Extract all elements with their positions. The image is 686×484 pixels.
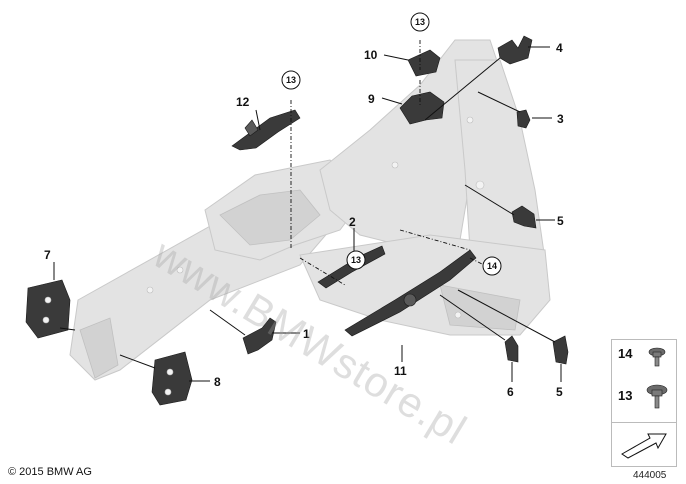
dashed-axes (290, 40, 485, 286)
callout-6: 6 (507, 385, 514, 399)
callout-3: 3 (557, 112, 564, 126)
vehicle-direction-arrow-icon (621, 433, 667, 459)
callout-1: 1 (303, 327, 310, 341)
circled-callout-13-low: 13 (346, 250, 366, 270)
copyright: © 2015 BMW AG (8, 466, 92, 478)
part-10-bracket (407, 49, 441, 77)
fastener-legend: 14 13 (611, 339, 677, 467)
part-3-nut (516, 109, 531, 129)
part-1-bracket (242, 317, 277, 355)
circled-label-13-top: 13 (415, 17, 425, 27)
part-5-bracket-lower (552, 335, 569, 365)
circled-label-13-mid: 13 (286, 75, 296, 85)
legend-label-13: 13 (618, 388, 633, 403)
callout-12: 12 (236, 95, 250, 109)
part-4-bracket (497, 35, 533, 65)
bolt-13-icon (646, 384, 668, 409)
reference-number: 444005 (633, 470, 667, 481)
callout-5-lower: 5 (556, 385, 563, 399)
legend-label-14: 14 (618, 346, 633, 361)
leader-lines (53, 46, 562, 382)
circled-callout-14: 14 (482, 256, 502, 276)
circled-label-13-low: 13 (351, 255, 361, 265)
part-5-bracket-upper (511, 205, 537, 229)
circled-callout-13-mid: 13 (281, 70, 301, 90)
part-8-bracket (151, 351, 193, 406)
circled-label-14: 14 (487, 261, 497, 271)
body-structure (69, 39, 551, 381)
part-12-bracket (231, 109, 301, 151)
callout-8: 8 (214, 375, 221, 389)
part-7-bracket (25, 279, 71, 339)
bolt-14-icon (648, 347, 666, 367)
callout-4: 4 (556, 41, 563, 55)
callout-11: 11 (394, 364, 407, 378)
callout-9: 9 (368, 92, 375, 106)
part-6-bracket (504, 335, 519, 363)
circled-callout-13-top: 13 (410, 12, 430, 32)
callout-10: 10 (364, 48, 378, 62)
callout-2: 2 (349, 215, 356, 229)
part-11-bracket (344, 249, 477, 337)
callout-5-upper: 5 (557, 214, 564, 228)
callout-7: 7 (44, 248, 51, 262)
part-9-bracket (399, 91, 445, 125)
